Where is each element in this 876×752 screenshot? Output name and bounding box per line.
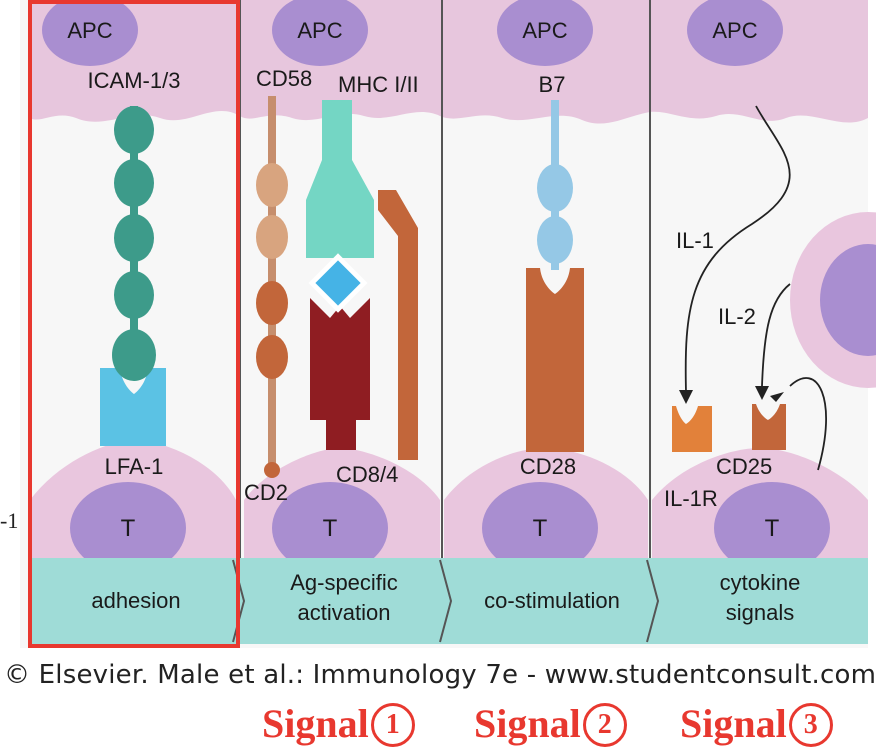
cd28-label: CD28 xyxy=(520,454,576,479)
tcell-label: T xyxy=(323,515,338,542)
cd8-label: CD8/4 xyxy=(336,462,398,487)
cd25-label: CD25 xyxy=(716,454,772,479)
left-fragment-text: -1 xyxy=(0,508,19,533)
tcell-labels: T T T T xyxy=(121,515,780,542)
cd8-coreceptor xyxy=(378,190,418,460)
cd2-label: CD2 xyxy=(244,480,288,505)
band-label-activation: activation xyxy=(298,600,391,625)
signal-word: Signal xyxy=(262,701,369,746)
cytokine-arrows xyxy=(684,105,827,471)
signal-number-2: 2 xyxy=(582,703,627,747)
tcell-label: T xyxy=(121,515,136,542)
signal-word: Signal xyxy=(474,701,581,746)
band-label-cytokine: cytokine xyxy=(720,570,801,595)
b7-label: B7 xyxy=(539,72,566,97)
b7-chain xyxy=(537,100,573,270)
signal-number-1: 1 xyxy=(370,703,415,747)
neighbor-tcell xyxy=(790,212,876,388)
il1r-label: IL-1R xyxy=(664,486,718,511)
tcr-molecule xyxy=(310,298,370,450)
apc-label: APC xyxy=(67,18,112,43)
tcell-label: T xyxy=(765,515,780,542)
signal-word: Signal xyxy=(680,701,787,746)
tcell-label: T xyxy=(533,515,548,542)
mhc-label: MHC I/II xyxy=(338,72,419,97)
apc-label: APC xyxy=(712,18,757,43)
immune-synapse-diagram: APC APC APC APC T T T T ICAM-1/3 LFA-1 C… xyxy=(28,0,876,648)
il1-receptor xyxy=(672,406,712,452)
cd58-cd2-chain xyxy=(256,96,288,478)
mhc-molecule xyxy=(306,100,374,258)
signal-number-3: 3 xyxy=(788,703,833,747)
apc-labels: APC APC APC APC xyxy=(67,18,757,43)
antigen-peptide xyxy=(308,253,368,313)
icam-label: ICAM-1/3 xyxy=(88,68,181,93)
band-label-signals: signals xyxy=(726,600,794,625)
band-label-adhesion: adhesion xyxy=(91,588,180,613)
copyright-caption: © Elsevier. Male et al.: Immunology 7e -… xyxy=(4,660,876,690)
band-label-ag-specific: Ag-specific xyxy=(290,570,398,595)
adhesion-highlight-box xyxy=(28,0,240,648)
lfa1-receptor xyxy=(100,368,166,446)
cd25-receptor xyxy=(752,404,786,450)
cd58-label: CD58 xyxy=(256,66,312,91)
apc-label: APC xyxy=(522,18,567,43)
arrowheads xyxy=(679,386,784,404)
lfa1-label: LFA-1 xyxy=(105,454,164,479)
band-label-costimulation: co-stimulation xyxy=(484,588,620,613)
bottom-band xyxy=(30,558,868,644)
tcell-nuclei xyxy=(70,482,830,574)
apc-label: APC xyxy=(297,18,342,43)
icam-chain xyxy=(112,106,156,381)
cd28-receptor xyxy=(526,268,584,452)
il2-label: IL-2 xyxy=(718,304,756,329)
apc-nuclei xyxy=(42,0,783,66)
il1-label: IL-1 xyxy=(676,228,714,253)
